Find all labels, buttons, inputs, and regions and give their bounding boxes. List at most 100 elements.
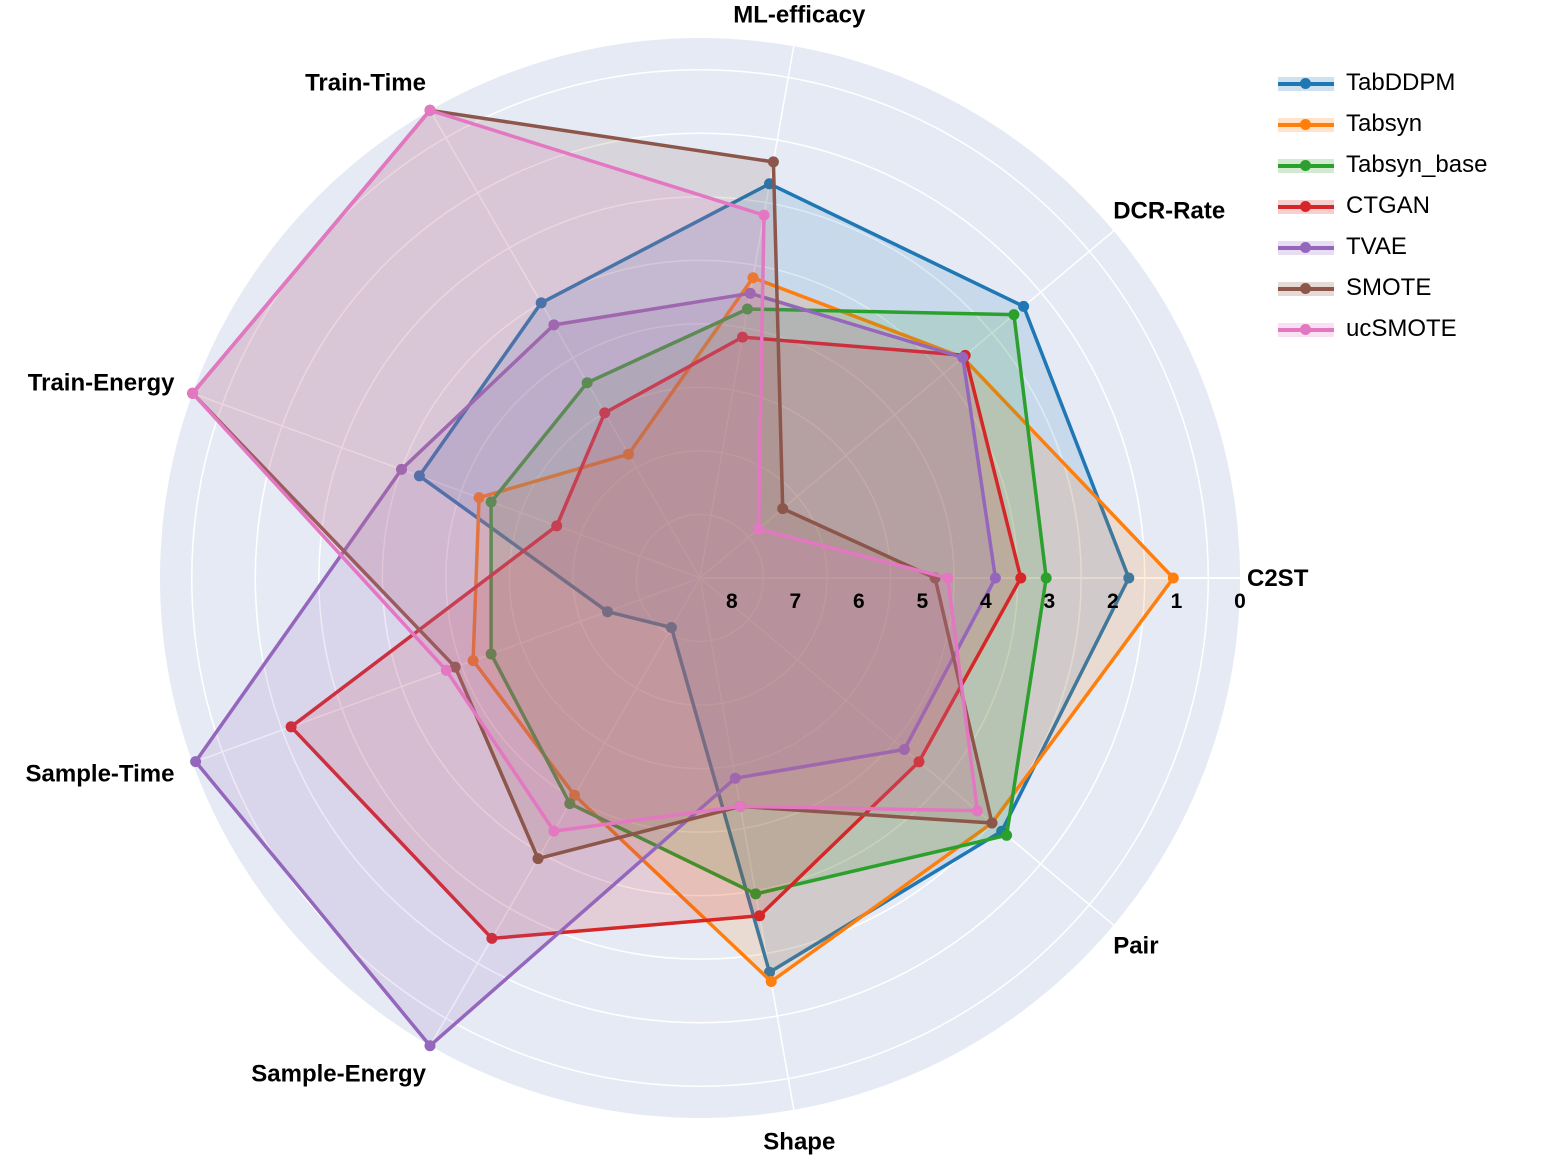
data-point [986, 817, 998, 829]
legend-swatch [1278, 73, 1334, 93]
series-area [192, 110, 978, 832]
series-area [192, 110, 993, 859]
legend-label: TabDDPM [1346, 68, 1456, 96]
data-point [532, 853, 544, 865]
data-point [187, 387, 199, 399]
data-point [957, 352, 969, 363]
series-area [291, 337, 1021, 939]
series-line [193, 291, 998, 1048]
series-area [419, 183, 1129, 973]
data-point [942, 572, 954, 584]
data-point [424, 104, 436, 116]
data-point [1167, 572, 1179, 584]
data-point [485, 648, 497, 660]
legend-swatch [1278, 155, 1334, 175]
data-point [744, 287, 756, 299]
legend-label: CTGAN [1346, 191, 1430, 219]
data-point [898, 744, 910, 755]
data-point [777, 503, 789, 515]
data-point [485, 496, 497, 508]
data-point [449, 661, 461, 673]
data-point [750, 888, 762, 900]
legend-item-ctgan: CTGAN [1278, 185, 1487, 226]
legend-swatch [1278, 319, 1334, 339]
data-point [486, 932, 498, 944]
data-point [581, 377, 593, 389]
data-point [913, 756, 925, 768]
legend-label: Tabsyn_base [1346, 150, 1488, 178]
legend-label: TVAE [1346, 232, 1407, 260]
data-point [548, 825, 560, 837]
legend-item-smote: SMOTE [1278, 267, 1487, 308]
legend-item-tvae: TVAE [1278, 226, 1487, 267]
radial-tick-label: 0 [1234, 590, 1246, 613]
data-point [754, 910, 766, 922]
radial-tick-label: 7 [789, 590, 801, 613]
series-area [195, 293, 996, 1046]
data-point [623, 448, 634, 460]
axis-label-train-energy: Train-Energy [28, 369, 175, 396]
axis-label-ml-efficacy: ML-efficacy [733, 2, 866, 29]
data-point [190, 756, 202, 768]
data-point [424, 1040, 436, 1052]
data-point [767, 156, 779, 168]
data-point [729, 772, 741, 784]
grid-spoke [429, 577, 701, 1047]
data-point [737, 331, 748, 343]
series-line [417, 182, 1131, 974]
axis-label-shape: Shape [763, 1128, 835, 1155]
radial-tick-label: 3 [1044, 590, 1056, 613]
grid-spoke [699, 230, 1115, 579]
series-line [190, 108, 994, 861]
legend-item-tabsyn: Tabsyn [1278, 103, 1487, 144]
legend-swatch [1278, 237, 1334, 257]
data-point [413, 470, 425, 482]
data-point [1001, 829, 1013, 841]
data-point [467, 655, 479, 667]
data-point [602, 606, 613, 618]
data-point [473, 492, 485, 504]
legend-item-tabsyn_base: Tabsyn_base [1278, 144, 1487, 185]
series-ctgan [285, 331, 1027, 944]
series-line [289, 335, 1023, 941]
legend-item-ucsmote: ucSMOTE [1278, 308, 1487, 349]
series-ucsmote [187, 104, 983, 837]
series-line [471, 275, 1176, 984]
data-point [747, 272, 759, 284]
axis-label-dcr-rate: DCR-Rate [1113, 197, 1225, 224]
data-point [1015, 572, 1027, 584]
series-area [473, 277, 1174, 982]
series-layer [187, 104, 1179, 1052]
legend-label: Tabsyn [1346, 109, 1423, 137]
grid-spoke [429, 109, 701, 579]
series-line [190, 108, 980, 833]
data-point [1018, 300, 1030, 312]
radial-tick-label: 1 [1171, 590, 1183, 613]
axis-label-sample-time: Sample-Time [26, 761, 175, 788]
series-tvae [190, 287, 1001, 1052]
data-point [1123, 572, 1135, 584]
axis-label-sample-energy: Sample-Energy [251, 1060, 426, 1087]
grid-spoke [192, 392, 701, 579]
data-point [752, 523, 764, 535]
data-point [599, 407, 611, 419]
radial-tick-label: 2 [1107, 590, 1119, 613]
legend-label: SMOTE [1346, 273, 1432, 301]
legend-label: ucSMOTE [1346, 314, 1457, 342]
data-point [741, 303, 753, 315]
series-tabddpm [413, 178, 1135, 978]
grid-spoke [699, 577, 795, 1110]
series-tabsyn [467, 272, 1179, 987]
axis-label-c2st: C2ST [1247, 565, 1309, 592]
radial-tick-label: 8 [726, 590, 738, 613]
legend-item-tabddpm: TabDDPM [1278, 62, 1487, 103]
data-point [285, 721, 297, 733]
data-point [765, 976, 777, 987]
series-line [489, 307, 1048, 896]
data-point [548, 319, 560, 331]
data-point [440, 664, 452, 676]
legend-swatch [1278, 196, 1334, 216]
